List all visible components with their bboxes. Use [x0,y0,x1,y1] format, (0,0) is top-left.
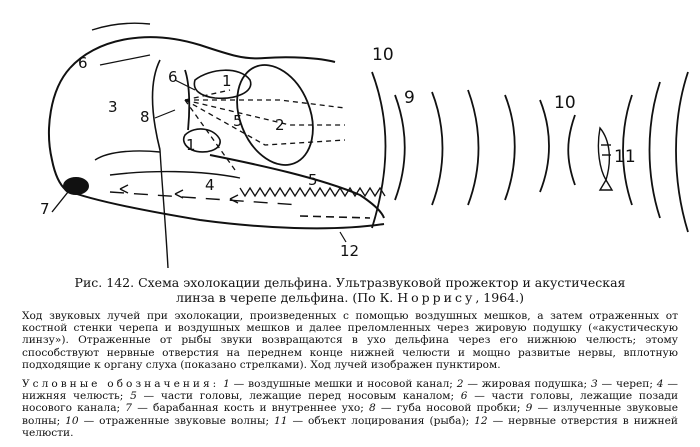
legend-item-number: 3 [587,378,598,390]
air-sac-lower [182,128,221,153]
fat-cushion [236,64,314,166]
legend-items: 1 — воздушные мешки и носовой канал; 2 —… [22,378,678,439]
nerve-openings [299,215,371,219]
label-4: 4 [205,176,215,194]
legend-item-text: — части головы, лежащие перед носовым ка… [136,390,455,403]
legend-item-text: — нервные отверстия в нижней челюсти. [22,414,678,439]
lower-jaw-inner [109,170,241,179]
label-10b: 10 [554,93,576,113]
legend-item-number: 11 [269,414,288,427]
sound-rays [184,89,346,171]
label-1a: 1 [222,72,232,90]
legend-item-number: 10 [60,414,79,427]
caption-title-1: Схема эхолокации дельфина. Ультразвуково… [138,275,626,290]
legend-item-text: — отраженные звуковые волны; [78,414,270,427]
skull-outline [48,67,71,191]
legend-item-number: 9 [520,402,533,415]
label-10a: 10 [372,45,394,65]
legend-item: 7 — барабанная кость и внутреннее ухо; [120,402,364,414]
emitted-waves [371,71,550,229]
neck-line [159,149,169,268]
legend-item-number: 2 [452,378,464,390]
legend-item: 6 — части головы, лежащие позади носовог… [22,390,678,414]
caption-title-2: линза в черепе дельфина. (По К. [176,290,394,305]
fish-target [597,126,614,191]
legend-item-text: — объект лоцирования (рыба); [287,414,470,427]
label-7: 7 [40,200,50,218]
caption-author: Норрису [397,290,476,305]
nasal-canal [184,69,191,131]
legend-item: 8 — губа носовой пробки; [363,402,521,415]
legend-item-text: — воздушные мешки и носовой канал; [229,378,453,390]
legend-item: 1 — воздушные мешки и носовой канал; [223,378,453,390]
legend-item-number: 7 [120,402,133,415]
legend-item: 11 — объект лоцирования (рыба); [269,415,469,427]
label-8: 8 [140,108,150,126]
label-9: 9 [404,88,415,108]
legend-item: 5 — части головы, лежащие перед носовым … [123,390,454,402]
caption-year: , 1964.) [475,290,524,305]
air-sac-upper [193,69,252,100]
legend-item: 4 — нижняя челюсть; [22,378,678,402]
figure-caption: Рис. 142. Схема эхолокации дельфина. Уль… [20,275,680,305]
legend-item-number: 5 [123,390,137,403]
back-line [91,22,151,31]
legend-item-text: — части головы, лежащие позади носового … [22,390,678,415]
upper-jaw [209,154,385,219]
legend-item-text: — губа носовой пробки; [375,402,521,415]
caption-line-1: Рис. 142. Схема эхолокации дельфина. Уль… [20,275,680,290]
legend-item-text: — излученные звуковые волны; [22,402,678,427]
legend-item: 9 — излученные звуковые волны; [22,402,678,426]
label-11: 11 [614,147,636,167]
nerve-arrows [109,184,301,206]
label-5a: 5 [233,112,243,130]
label-6a: 6 [78,54,88,72]
legend-title: Условные обозначения: [22,378,220,390]
teeth [239,186,386,198]
lower-jaw [65,189,385,230]
legend-item-number: 8 [363,402,376,415]
reflected-waves [567,71,689,233]
legend-item-text: — жировая подушка; [463,378,588,390]
legend-item: 10 — отраженные звуковые волны; [60,415,269,427]
figure-number: Рис. 142. [74,275,135,290]
legend-item: 2 — жировая подушка; [453,378,587,390]
throat-line [94,150,161,161]
skull-inner [151,59,161,151]
head-outline [69,36,336,69]
label-2: 2 [275,116,285,134]
legend-item: 3 — череп; [587,378,653,390]
legend: Условные обозначения: 1 — воздушные мешк… [22,378,678,439]
caption-line-2: линза в черепе дельфина. (По К. Норрису,… [20,290,680,305]
label-12: 12 [340,242,359,260]
legend-item-number: 6 [454,390,468,403]
legend-item-text: — череп; [597,378,653,390]
label-3: 3 [108,98,118,116]
legend-item-text: — барабанная кость и внутреннее ухо; [132,402,364,415]
legend-item: 12 — нервные отверстия в нижней челюсти. [22,415,678,439]
legend-item-number: 1 [223,378,230,390]
ear-bone [63,177,89,195]
legend-item-text: — нижняя челюсть; [22,378,678,403]
legend-item-number: 12 [469,414,488,427]
dolphin-echolocation-figure: 6 3 6 1 8 5 2 1 4 5 7 12 10 9 10 11 [40,22,689,268]
legend-item-number: 4 [652,378,664,390]
label-1b: 1 [186,136,196,154]
figure-description: Ход звуковых лучей при эхолокации, произ… [22,310,678,371]
label-6b: 6 [168,68,178,86]
label-5b: 5 [308,171,318,189]
